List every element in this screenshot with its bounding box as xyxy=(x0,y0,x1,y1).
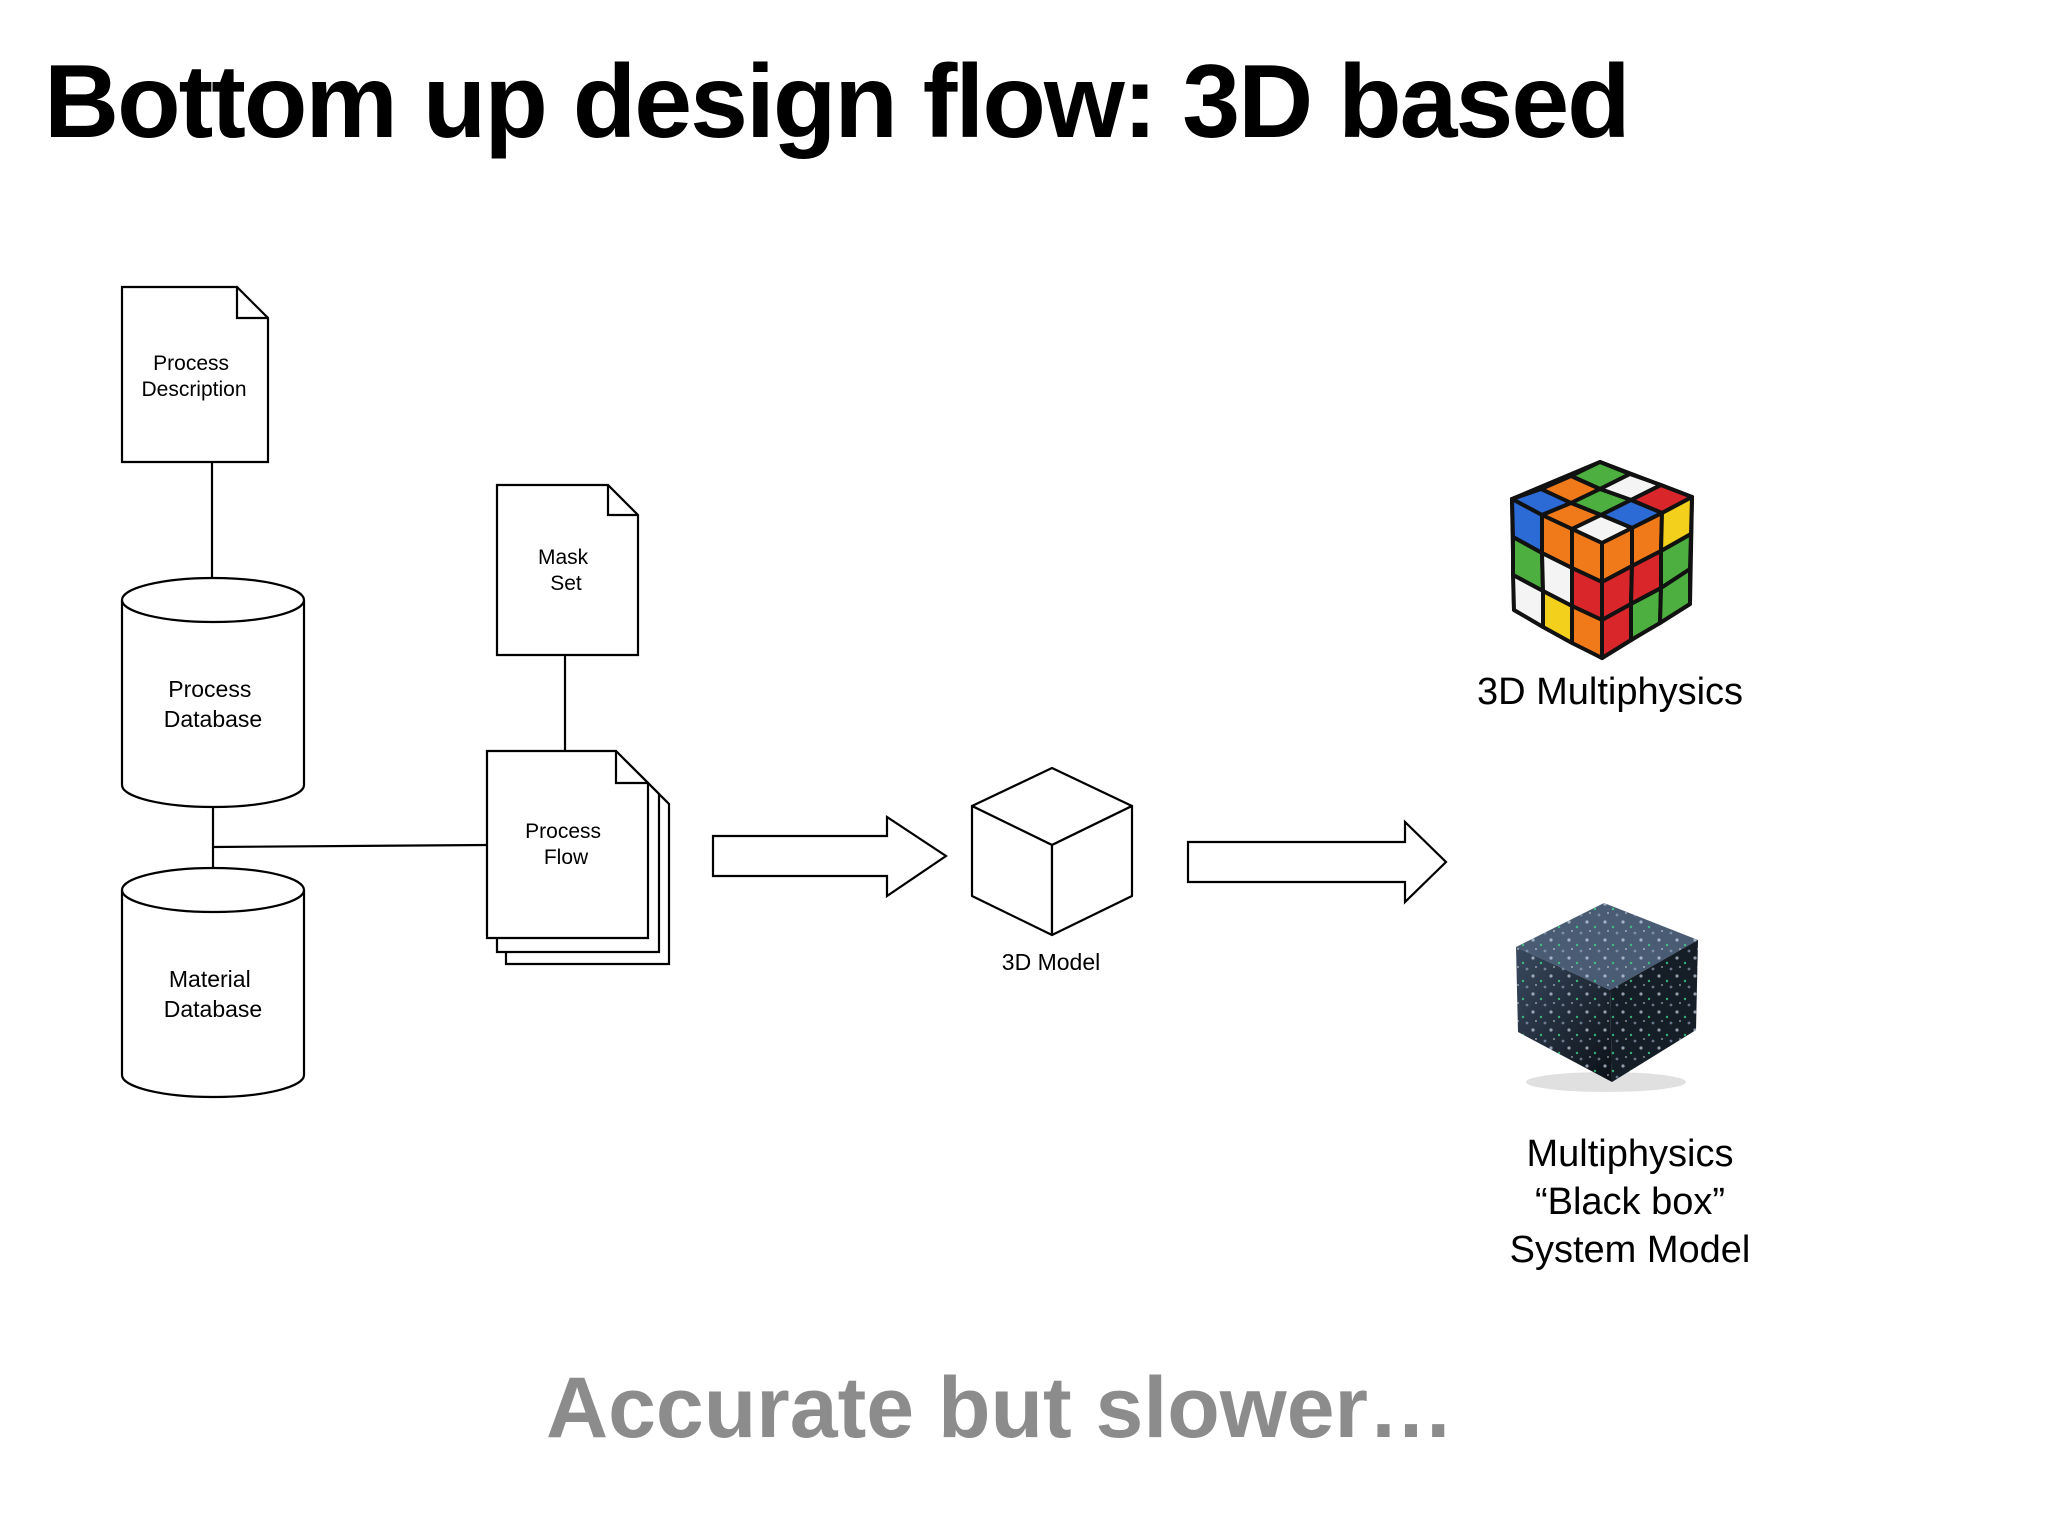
arrow-right-icon xyxy=(1186,819,1448,905)
svg-text:Process Database: Process Database xyxy=(164,676,262,732)
black-box-cube-icon xyxy=(1516,903,1698,1092)
black-box-caption-line3: System Model xyxy=(1509,1229,1751,1271)
rubiks-cube-icon xyxy=(1510,460,1694,660)
mask-set-label-line1: Mask xyxy=(538,546,589,569)
svg-text:Process Description: Process Description xyxy=(141,352,246,401)
process-flow-documents: Process Flow xyxy=(485,749,671,966)
connector-db-to-process-flow xyxy=(212,843,489,849)
black-box-caption-line2: “Black box” xyxy=(1534,1181,1726,1223)
process-description-label-line1: Process xyxy=(153,352,229,375)
stacked-documents-icon xyxy=(485,749,671,966)
database-icon xyxy=(120,890,306,1099)
svg-text:Material Database: Material Database xyxy=(164,966,262,1022)
arrow-right-icon xyxy=(711,814,948,899)
svg-text:Mask Set: Mask Set xyxy=(538,546,594,595)
3d-multiphysics-caption: 3D Multiphysics xyxy=(1476,671,1744,713)
svg-text:Process Flow: Process Flow xyxy=(525,820,607,869)
process-flow-label-line1: Process xyxy=(525,820,601,843)
document-icon xyxy=(495,483,640,657)
document-icon xyxy=(120,285,270,464)
material-database-cylinder: Material Database xyxy=(120,866,306,1099)
material-database-label-line2: Database xyxy=(164,996,262,1022)
3d-model-node: 3D Model xyxy=(970,766,1134,975)
process-database-label-line2: Database xyxy=(164,706,262,732)
process-database-cylinder: Process Database xyxy=(120,576,306,809)
wireframe-cube-icon xyxy=(970,766,1134,937)
slide-title: Bottom up design flow: 3D based xyxy=(44,44,1631,160)
process-description-document: Process Description xyxy=(120,285,270,464)
mask-set-document: Mask Set xyxy=(495,483,640,657)
process-flow-label-line2: Flow xyxy=(544,846,589,869)
process-database-label-line1: Process xyxy=(168,676,251,702)
mask-set-label-line2: Set xyxy=(550,572,582,595)
footer-note: Accurate but slower… xyxy=(546,1360,1454,1456)
connectors xyxy=(210,462,567,868)
3d-model-label: 3D Model xyxy=(1002,949,1100,975)
database-icon xyxy=(120,600,306,809)
material-database-label-line1: Material xyxy=(169,966,251,992)
black-box-caption-line1: Multiphysics xyxy=(1526,1133,1734,1175)
black-box-caption: Multiphysics “Black box” System Model xyxy=(1450,1130,1810,1274)
process-description-label-line2: Description xyxy=(141,378,246,401)
